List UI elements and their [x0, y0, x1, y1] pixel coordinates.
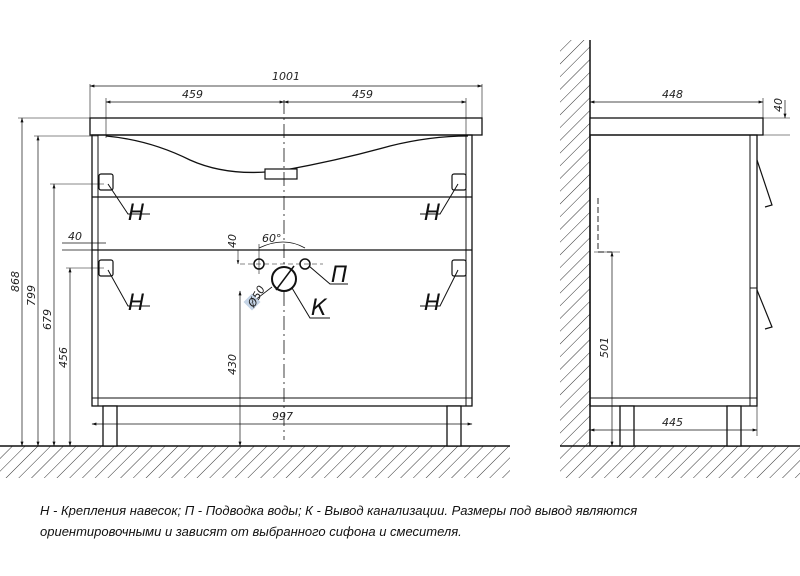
bottom-depth-label: 445: [662, 416, 683, 429]
side-drain-height-label: 501: [598, 337, 611, 358]
depth-label: 448: [662, 88, 683, 101]
side-leg-front: [727, 406, 741, 446]
drain-height-label: 430: [226, 354, 239, 375]
height-dimensions: [18, 118, 104, 446]
drain-label: К: [311, 296, 328, 321]
side-body: [590, 135, 757, 406]
leg-right: [447, 406, 461, 446]
side-countertop: [590, 118, 763, 135]
mount-label-top-right: Н: [424, 201, 441, 226]
wall: [560, 40, 590, 446]
front-view: Н Н Н Н 60° 40 П К Ø50 430 1001: [0, 70, 510, 478]
legend: Н - Крепления навесок; П - Подводка воды…: [40, 500, 760, 542]
total-width-label: 1001: [272, 70, 300, 83]
right-half-width-label: 459: [352, 88, 373, 101]
inlet-offset-label: 40: [226, 234, 239, 248]
floor-side: [560, 446, 800, 478]
mount-label-mid-right: Н: [424, 291, 441, 316]
legend-line-2: ориентировочными и зависят от выбранного…: [40, 521, 760, 542]
mount-label-mid-left: Н: [128, 291, 145, 316]
handles: [757, 160, 772, 329]
bottom-width-label: 997: [272, 410, 293, 423]
mount-label-top-left: Н: [128, 201, 145, 226]
top-thickness-label: 40: [772, 98, 785, 112]
left-half-width-label: 459: [182, 88, 203, 101]
countertop: [90, 118, 482, 135]
legend-line-1: Н - Крепления навесок; П - Подводка воды…: [40, 500, 760, 521]
side-view: 448 40 501 445: [560, 40, 800, 478]
water-label: П: [331, 263, 348, 288]
basin-outline: [106, 136, 468, 172]
leg-left: [103, 406, 117, 446]
height-799-label: 799: [25, 285, 38, 306]
overflow-slot: [265, 169, 297, 179]
floor-front: [0, 446, 510, 478]
height-total-label: 868: [9, 271, 22, 292]
shelf-offset-label: 40: [68, 230, 82, 243]
inlet-spacing-label: 60°: [262, 232, 282, 245]
height-456-label: 456: [57, 347, 70, 368]
height-679-label: 679: [41, 309, 54, 330]
mount-brackets: [99, 174, 466, 276]
side-leg-back: [620, 406, 634, 446]
siphon-outline: [598, 198, 612, 252]
